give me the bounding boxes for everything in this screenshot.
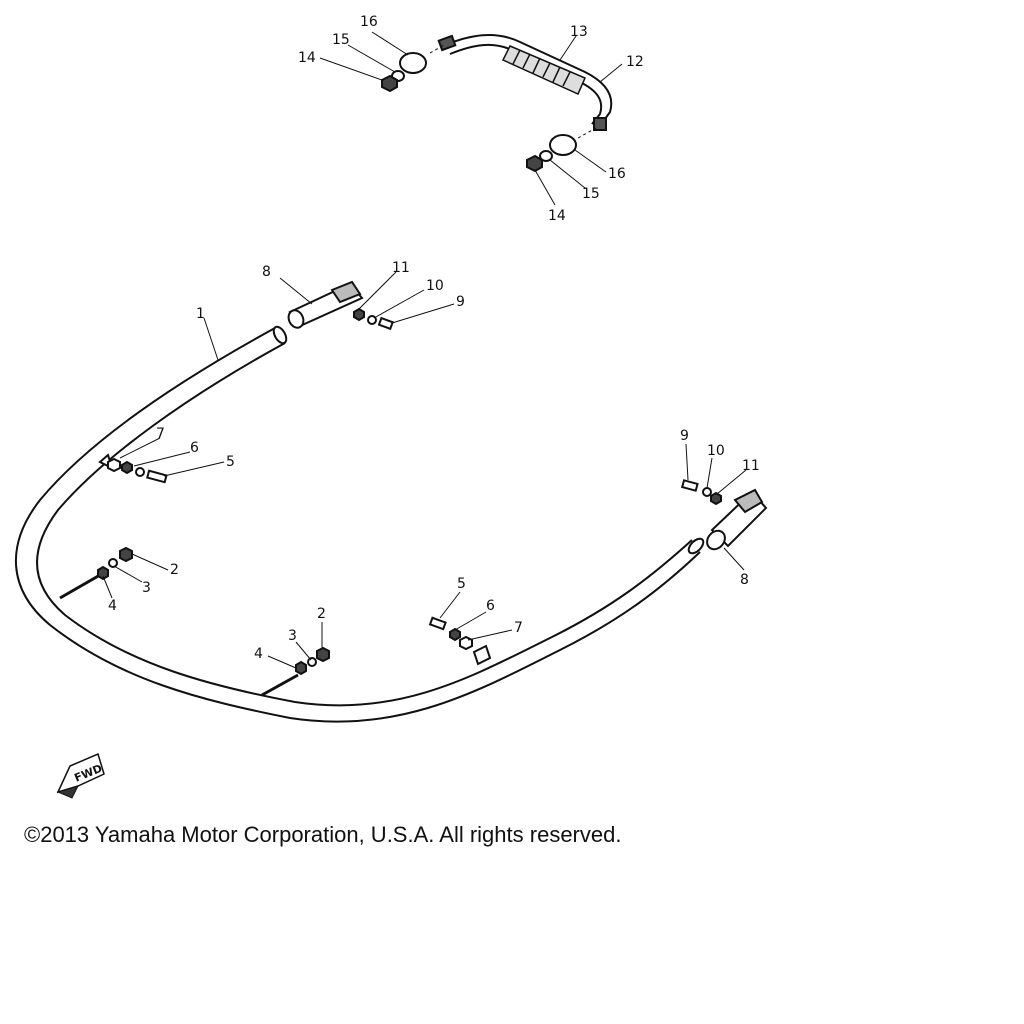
bracket-8b (706, 488, 768, 551)
leader-lines (102, 31, 747, 669)
callout-8b: 8 (740, 572, 749, 588)
bumper-tube-inner (36, 342, 693, 707)
nut-4a (97, 565, 109, 581)
washer-3b (307, 657, 317, 667)
nut-14a (381, 74, 398, 93)
callout-4a: 4 (108, 598, 117, 614)
nut-7b (459, 635, 473, 651)
bolt-9b (680, 479, 699, 492)
bolt-5b (428, 616, 447, 631)
bracket-8a (287, 280, 364, 329)
callout-14a: 14 (298, 50, 316, 66)
grab-bar-tube-outer (444, 34, 613, 127)
nut-11a (353, 307, 365, 322)
callout-11b: 11 (742, 458, 760, 474)
callout-15b: 15 (582, 186, 600, 202)
callout-10a: 10 (426, 278, 444, 294)
callout-15a: 15 (332, 32, 350, 48)
nut-2a (119, 546, 133, 563)
callout-1: 1 (196, 306, 205, 322)
lockwasher-15b (539, 150, 553, 162)
callout-9a: 9 (456, 294, 465, 310)
bumper-assembly (14, 280, 768, 723)
nut-6b (449, 627, 461, 642)
callout-2a: 2 (170, 562, 179, 578)
callout-16a: 16 (360, 14, 378, 30)
callout-10b: 10 (707, 443, 725, 459)
washer-16a (399, 52, 427, 74)
callout-16b: 16 (608, 166, 626, 182)
callout-9b: 9 (680, 428, 689, 444)
callout-7b: 7 (514, 620, 523, 636)
callout-3b: 3 (288, 628, 297, 644)
grip-13 (501, 45, 586, 95)
washer-3a (108, 558, 118, 568)
copyright-notice: ©2013 Yamaha Motor Corporation, U.S.A. A… (24, 822, 622, 847)
callout-7a: 7 (156, 426, 165, 442)
nut-2b (316, 646, 330, 663)
callout-14b: 14 (548, 208, 566, 224)
nut-14b (526, 154, 543, 173)
callout-6b: 6 (486, 598, 495, 614)
nut-6a (121, 460, 133, 475)
callout-3a: 3 (142, 580, 151, 596)
callout-13: 13 (570, 24, 588, 40)
callout-2b: 2 (317, 606, 326, 622)
stud-b (261, 673, 299, 697)
nut-4b (295, 660, 307, 676)
bumper-tube-outer (14, 327, 701, 723)
callout-4b: 4 (254, 646, 263, 662)
lockwasher-10b (702, 487, 712, 497)
grab-bar-assembly (381, 34, 613, 173)
callout-12: 12 (626, 54, 644, 70)
callout-8a: 8 (262, 264, 271, 280)
callout-5b: 5 (457, 576, 466, 592)
callout-labels: 14 15 16 13 12 16 15 14 1 8 11 10 9 7 6 … (108, 14, 760, 662)
washer-16b (549, 134, 577, 156)
stud-a (59, 573, 101, 600)
callout-6a: 6 (190, 440, 199, 456)
callout-5a: 5 (226, 454, 235, 470)
fwd-arrow-icon: FWD (56, 752, 105, 799)
bolt-9a (377, 316, 394, 331)
bolt-5a (146, 469, 168, 484)
nut-11b (710, 491, 722, 506)
callout-11a: 11 (392, 260, 410, 276)
nut-7a (107, 457, 121, 473)
